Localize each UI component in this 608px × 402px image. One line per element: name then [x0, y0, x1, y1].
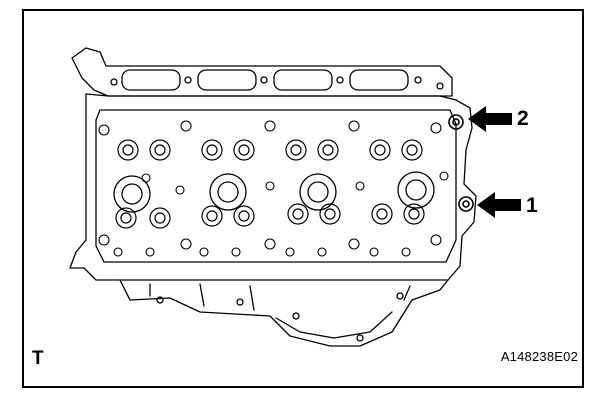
plug-1: [458, 196, 474, 212]
head-top-rail: [71, 47, 453, 97]
arrow-left-icon: [477, 192, 521, 218]
head-body-outline: [69, 93, 477, 281]
callout-2-label: 2: [517, 107, 529, 130]
plug-2: [448, 114, 464, 130]
camshaft-bearing-journals: [113, 171, 435, 213]
lower-housing: [119, 279, 449, 347]
top-rail-ports: [110, 69, 444, 91]
head-bolt-holes: [98, 120, 449, 257]
figure-code: A148238E02: [500, 349, 578, 364]
arrow-left-icon: [468, 106, 512, 132]
callout-1-label: 1: [526, 194, 538, 217]
corner-letter: T: [32, 348, 44, 369]
valve-spring-row-upper: [117, 139, 423, 161]
valve-spring-row-lower: [115, 203, 425, 229]
